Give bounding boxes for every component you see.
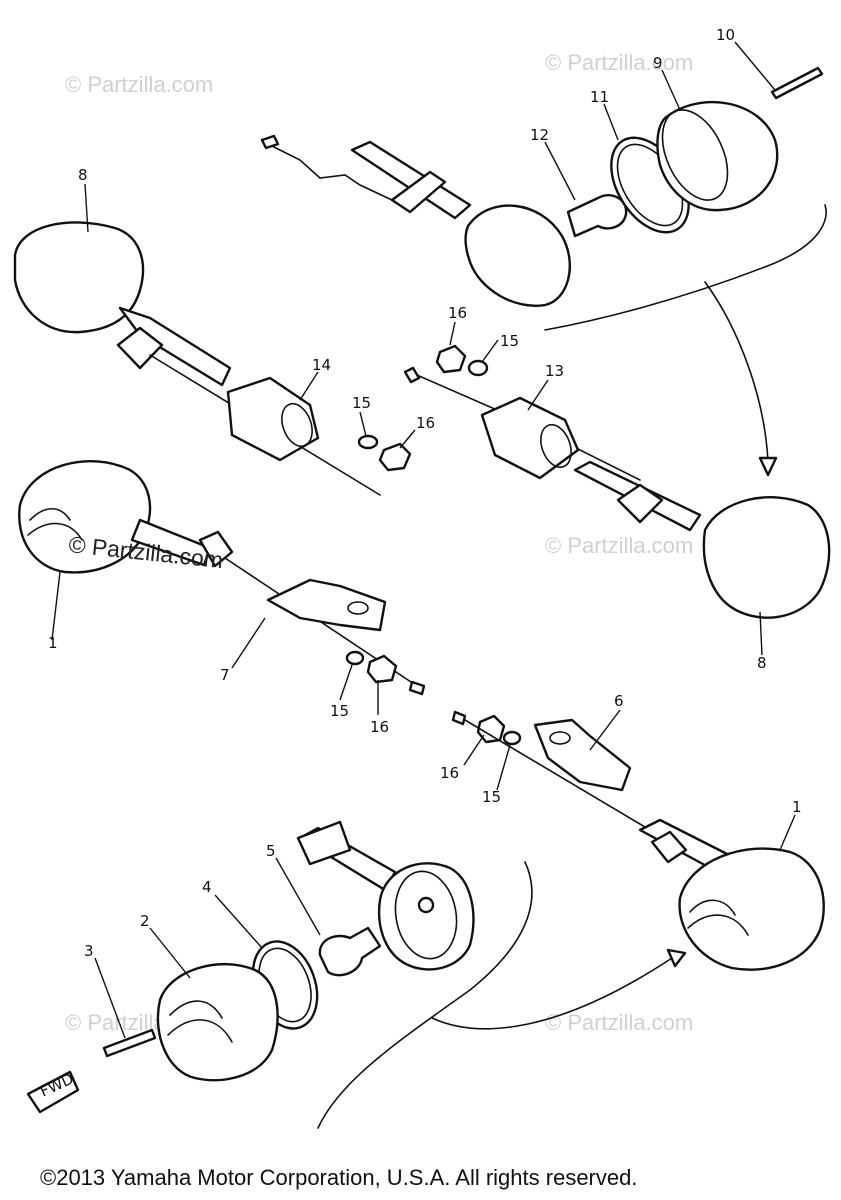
lens-ridge xyxy=(29,507,71,521)
housing-socket xyxy=(417,896,435,914)
front-lens xyxy=(678,847,825,971)
lens-ridge xyxy=(169,1000,223,1019)
bulb xyxy=(318,926,382,977)
stalk-flange xyxy=(116,326,164,370)
assembly-arrow xyxy=(431,957,673,1030)
callout-5: 5 xyxy=(266,842,276,860)
washer xyxy=(467,359,489,377)
grommet xyxy=(480,396,580,480)
watermark: © Partzilla.com xyxy=(545,50,693,75)
rear-signal-exploded-top xyxy=(260,66,827,477)
watermark: © Partzilla.com xyxy=(65,72,213,97)
callout-10: 10 xyxy=(716,26,735,44)
grommet xyxy=(226,376,320,462)
callout-15: 15 xyxy=(330,702,349,720)
grommet-bore xyxy=(281,402,313,448)
signal-housing xyxy=(378,862,475,971)
callout-16: 16 xyxy=(448,304,467,322)
wire xyxy=(464,719,651,831)
washer xyxy=(502,730,522,746)
nut xyxy=(435,344,467,374)
callout-16: 16 xyxy=(416,414,435,432)
screw xyxy=(770,66,824,100)
callout-11: 11 xyxy=(590,88,609,106)
callout-9: 9 xyxy=(653,54,663,72)
arrow-head xyxy=(758,456,778,477)
screw xyxy=(102,1028,157,1058)
callout-15: 15 xyxy=(352,394,371,412)
stalk-flange xyxy=(390,170,447,214)
wire-terminal xyxy=(403,366,421,384)
lens xyxy=(656,100,779,212)
nut xyxy=(366,654,398,684)
stalk-flange xyxy=(650,830,688,864)
bulb xyxy=(566,193,628,238)
callout-2: 2 xyxy=(140,912,150,930)
bracket-hole xyxy=(347,601,369,615)
washer xyxy=(357,434,379,450)
callout-8: 8 xyxy=(78,166,88,184)
grommet-bore xyxy=(540,423,572,469)
assembly-arrow xyxy=(704,281,769,463)
stalk-flange xyxy=(198,530,234,568)
group-bracket xyxy=(317,861,533,1129)
housing-rim xyxy=(394,870,458,960)
wire xyxy=(269,144,393,201)
nut xyxy=(378,442,412,472)
signal-housing xyxy=(13,221,145,334)
wire-terminal xyxy=(260,134,280,150)
stalk-flange xyxy=(296,820,352,866)
callout-13: 13 xyxy=(545,362,564,380)
callout-8: 8 xyxy=(757,654,767,672)
callout-3: 3 xyxy=(84,942,94,960)
signal-housing xyxy=(464,204,571,307)
callout-15: 15 xyxy=(482,788,501,806)
wire-terminal xyxy=(451,710,467,726)
watermark: © Partzilla.com xyxy=(545,1010,693,1035)
lens-ridge xyxy=(167,1019,233,1043)
fwd-arrow xyxy=(26,1070,80,1114)
stalk xyxy=(130,518,212,567)
callout-15: 15 xyxy=(500,332,519,350)
callout-16: 16 xyxy=(370,718,389,736)
leader-lines xyxy=(51,41,796,1039)
callout-4: 4 xyxy=(202,878,212,896)
stalk-flange xyxy=(616,483,664,524)
group-bracket xyxy=(544,204,827,331)
callouts: 8 9 10 11 12 16 15 13 14 15 16 1 7 15 16… xyxy=(48,26,802,960)
lens-rim xyxy=(661,109,729,201)
watermark: © Partzilla.com xyxy=(545,533,693,558)
washer xyxy=(345,650,365,666)
mount-bracket xyxy=(266,578,387,632)
copyright-notice: ©2013 Yamaha Motor Corporation, U.S.A. A… xyxy=(40,1165,637,1190)
arrow-head xyxy=(666,948,687,968)
wire-terminal xyxy=(408,680,426,696)
lens-ridge xyxy=(689,899,736,916)
bracket-hole xyxy=(549,731,571,745)
callout-6: 6 xyxy=(614,692,624,710)
mount-bracket xyxy=(533,718,632,792)
callout-1: 1 xyxy=(792,798,802,816)
callout-16: 16 xyxy=(440,764,459,782)
callout-14: 14 xyxy=(312,356,331,374)
front-signal-exploded-bottom: FWD xyxy=(26,820,687,1129)
rear-signal-left xyxy=(13,221,412,496)
lens-ridge xyxy=(687,914,749,936)
rear-signal-right xyxy=(403,344,831,619)
callout-1: 1 xyxy=(48,634,58,652)
callout-7: 7 xyxy=(220,666,230,684)
callout-12: 12 xyxy=(530,126,549,144)
front-lens xyxy=(156,962,279,1082)
signal-housing xyxy=(702,496,831,619)
front-signal-right xyxy=(451,710,825,971)
front-signal-left xyxy=(18,459,426,696)
lens-ridge xyxy=(27,522,83,541)
